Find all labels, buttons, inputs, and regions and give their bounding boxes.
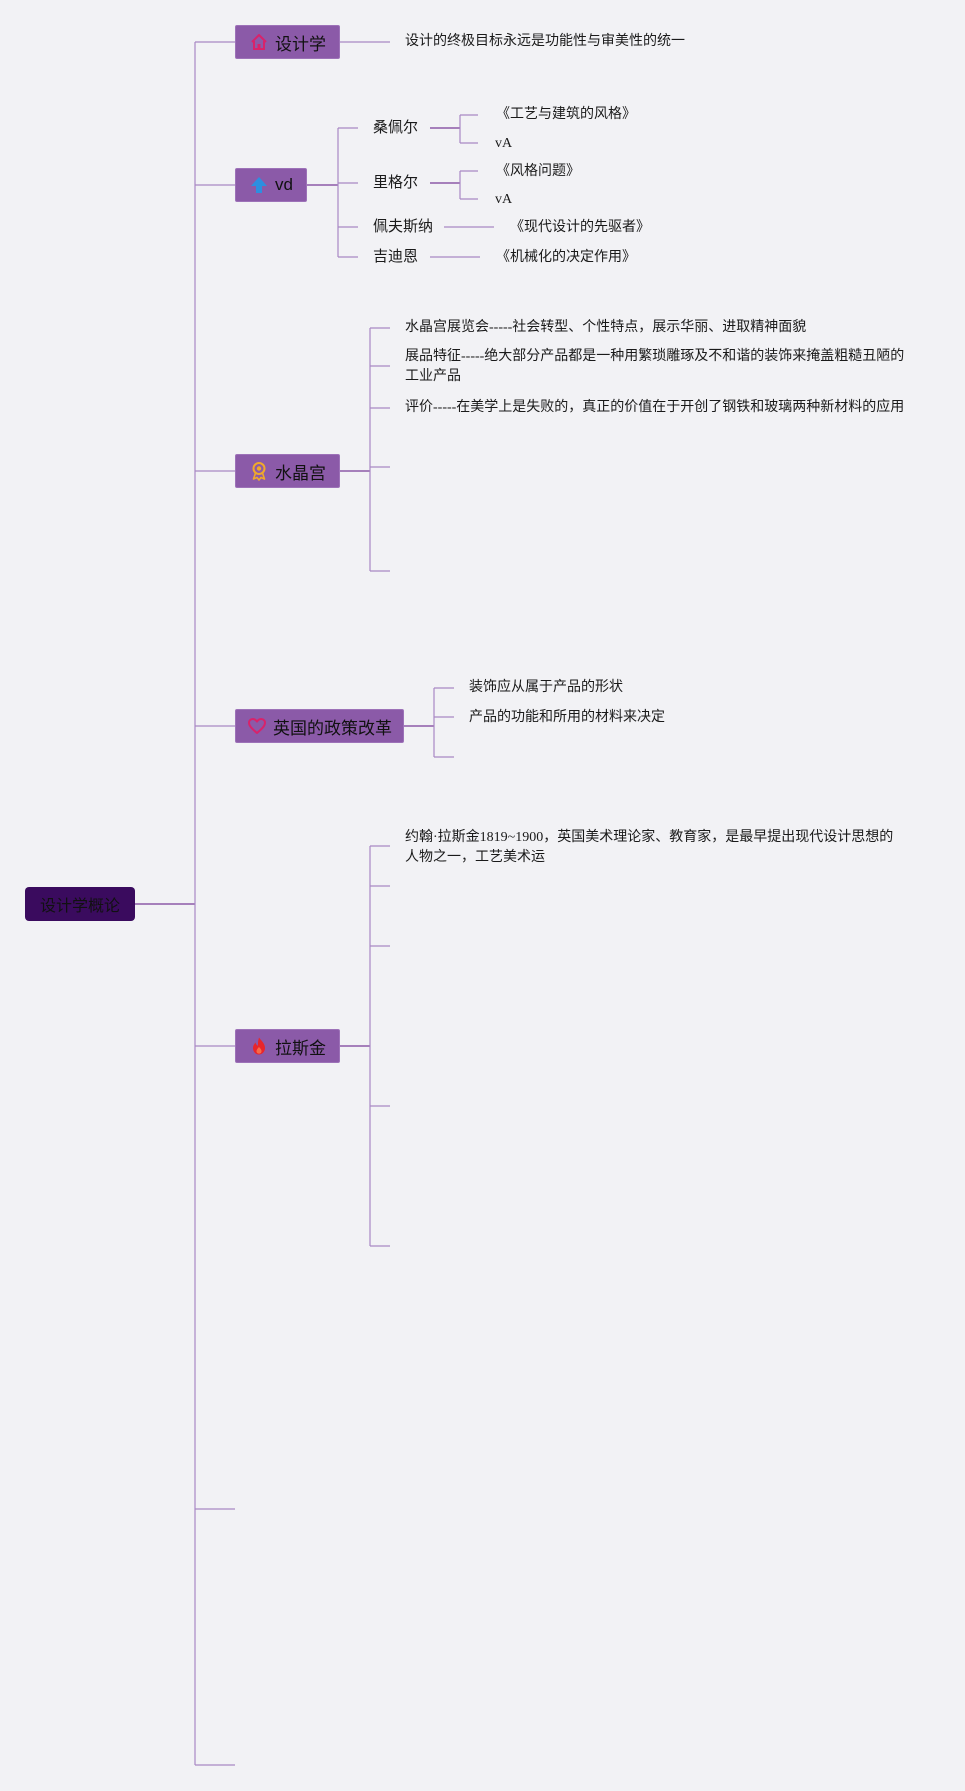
topic-design[interactable]: 设计学: [235, 25, 340, 59]
vd-riegl-item-2: vA: [495, 192, 513, 207]
ruskin-item-1: 约翰·拉斯金1819~1900，英国美术理论家、教育家，是最早提出现代设计思想的…: [405, 830, 894, 865]
vd-semper-item-2: vA: [495, 136, 513, 151]
vd-riegl-item-1: 《风格问题》: [496, 164, 580, 179]
topic-vd[interactable]: vd: [235, 168, 307, 202]
vd-pevsner-name[interactable]: 佩夫斯纳: [373, 218, 434, 235]
heart-icon: [248, 718, 266, 734]
topic-british-reform[interactable]: 英国的政策改革: [235, 709, 404, 743]
topic-design-label: 设计学: [275, 34, 326, 54]
topic-crystal-palace[interactable]: 水晶宫: [235, 454, 340, 488]
vd-giedion-name[interactable]: 吉迪恩: [373, 248, 419, 265]
crystal-item-1: 水晶宫展览会-----社会转型、个性特点，展示华丽、进取精神面貌: [405, 320, 807, 335]
vd-giedion-work: 《机械化的决定作用》: [496, 250, 636, 265]
topic-british-reform-label: 英国的政策改革: [273, 718, 392, 738]
reform-item-2: 产品的功能和所用的材料来决定: [469, 710, 665, 725]
vd-pevsner-work: 《现代设计的先驱者》: [510, 220, 650, 235]
crystal-item-2: 展品特征-----绝大部分产品都是一种用繁琐雕琢及不和谐的装饰来掩盖粗糙丑陋的工…: [405, 349, 905, 384]
vd-riegl-name[interactable]: 里格尔: [373, 174, 419, 191]
topic-ruskin[interactable]: 拉斯金: [235, 1029, 340, 1063]
topic-ruskin-label: 拉斯金: [275, 1038, 326, 1058]
vd-semper-name[interactable]: 桑佩尔: [373, 119, 419, 136]
design-note: 设计的终极目标永远是功能性与审美性的统一: [405, 34, 685, 49]
reform-item-1: 装饰应从属于产品的形状: [469, 680, 623, 695]
award-ribbon-icon: [252, 462, 266, 481]
topic-vd-label: vd: [275, 175, 293, 194]
topic-crystal-palace-label: 水晶宫: [275, 463, 326, 483]
house-icon: [251, 34, 267, 50]
root-label: 设计学概论: [39, 898, 120, 915]
crystal-item-3: 评价-----在美学上是失败的，真正的价值在于开创了钢铁和玻璃两种新材料的应用: [405, 400, 905, 415]
upload-arrow-icon: [251, 177, 268, 193]
flame-icon: [253, 1037, 265, 1055]
vd-semper-item-1: 《工艺与建筑的风格》: [496, 107, 636, 122]
root-topic[interactable]: 设计学概论: [25, 887, 135, 921]
